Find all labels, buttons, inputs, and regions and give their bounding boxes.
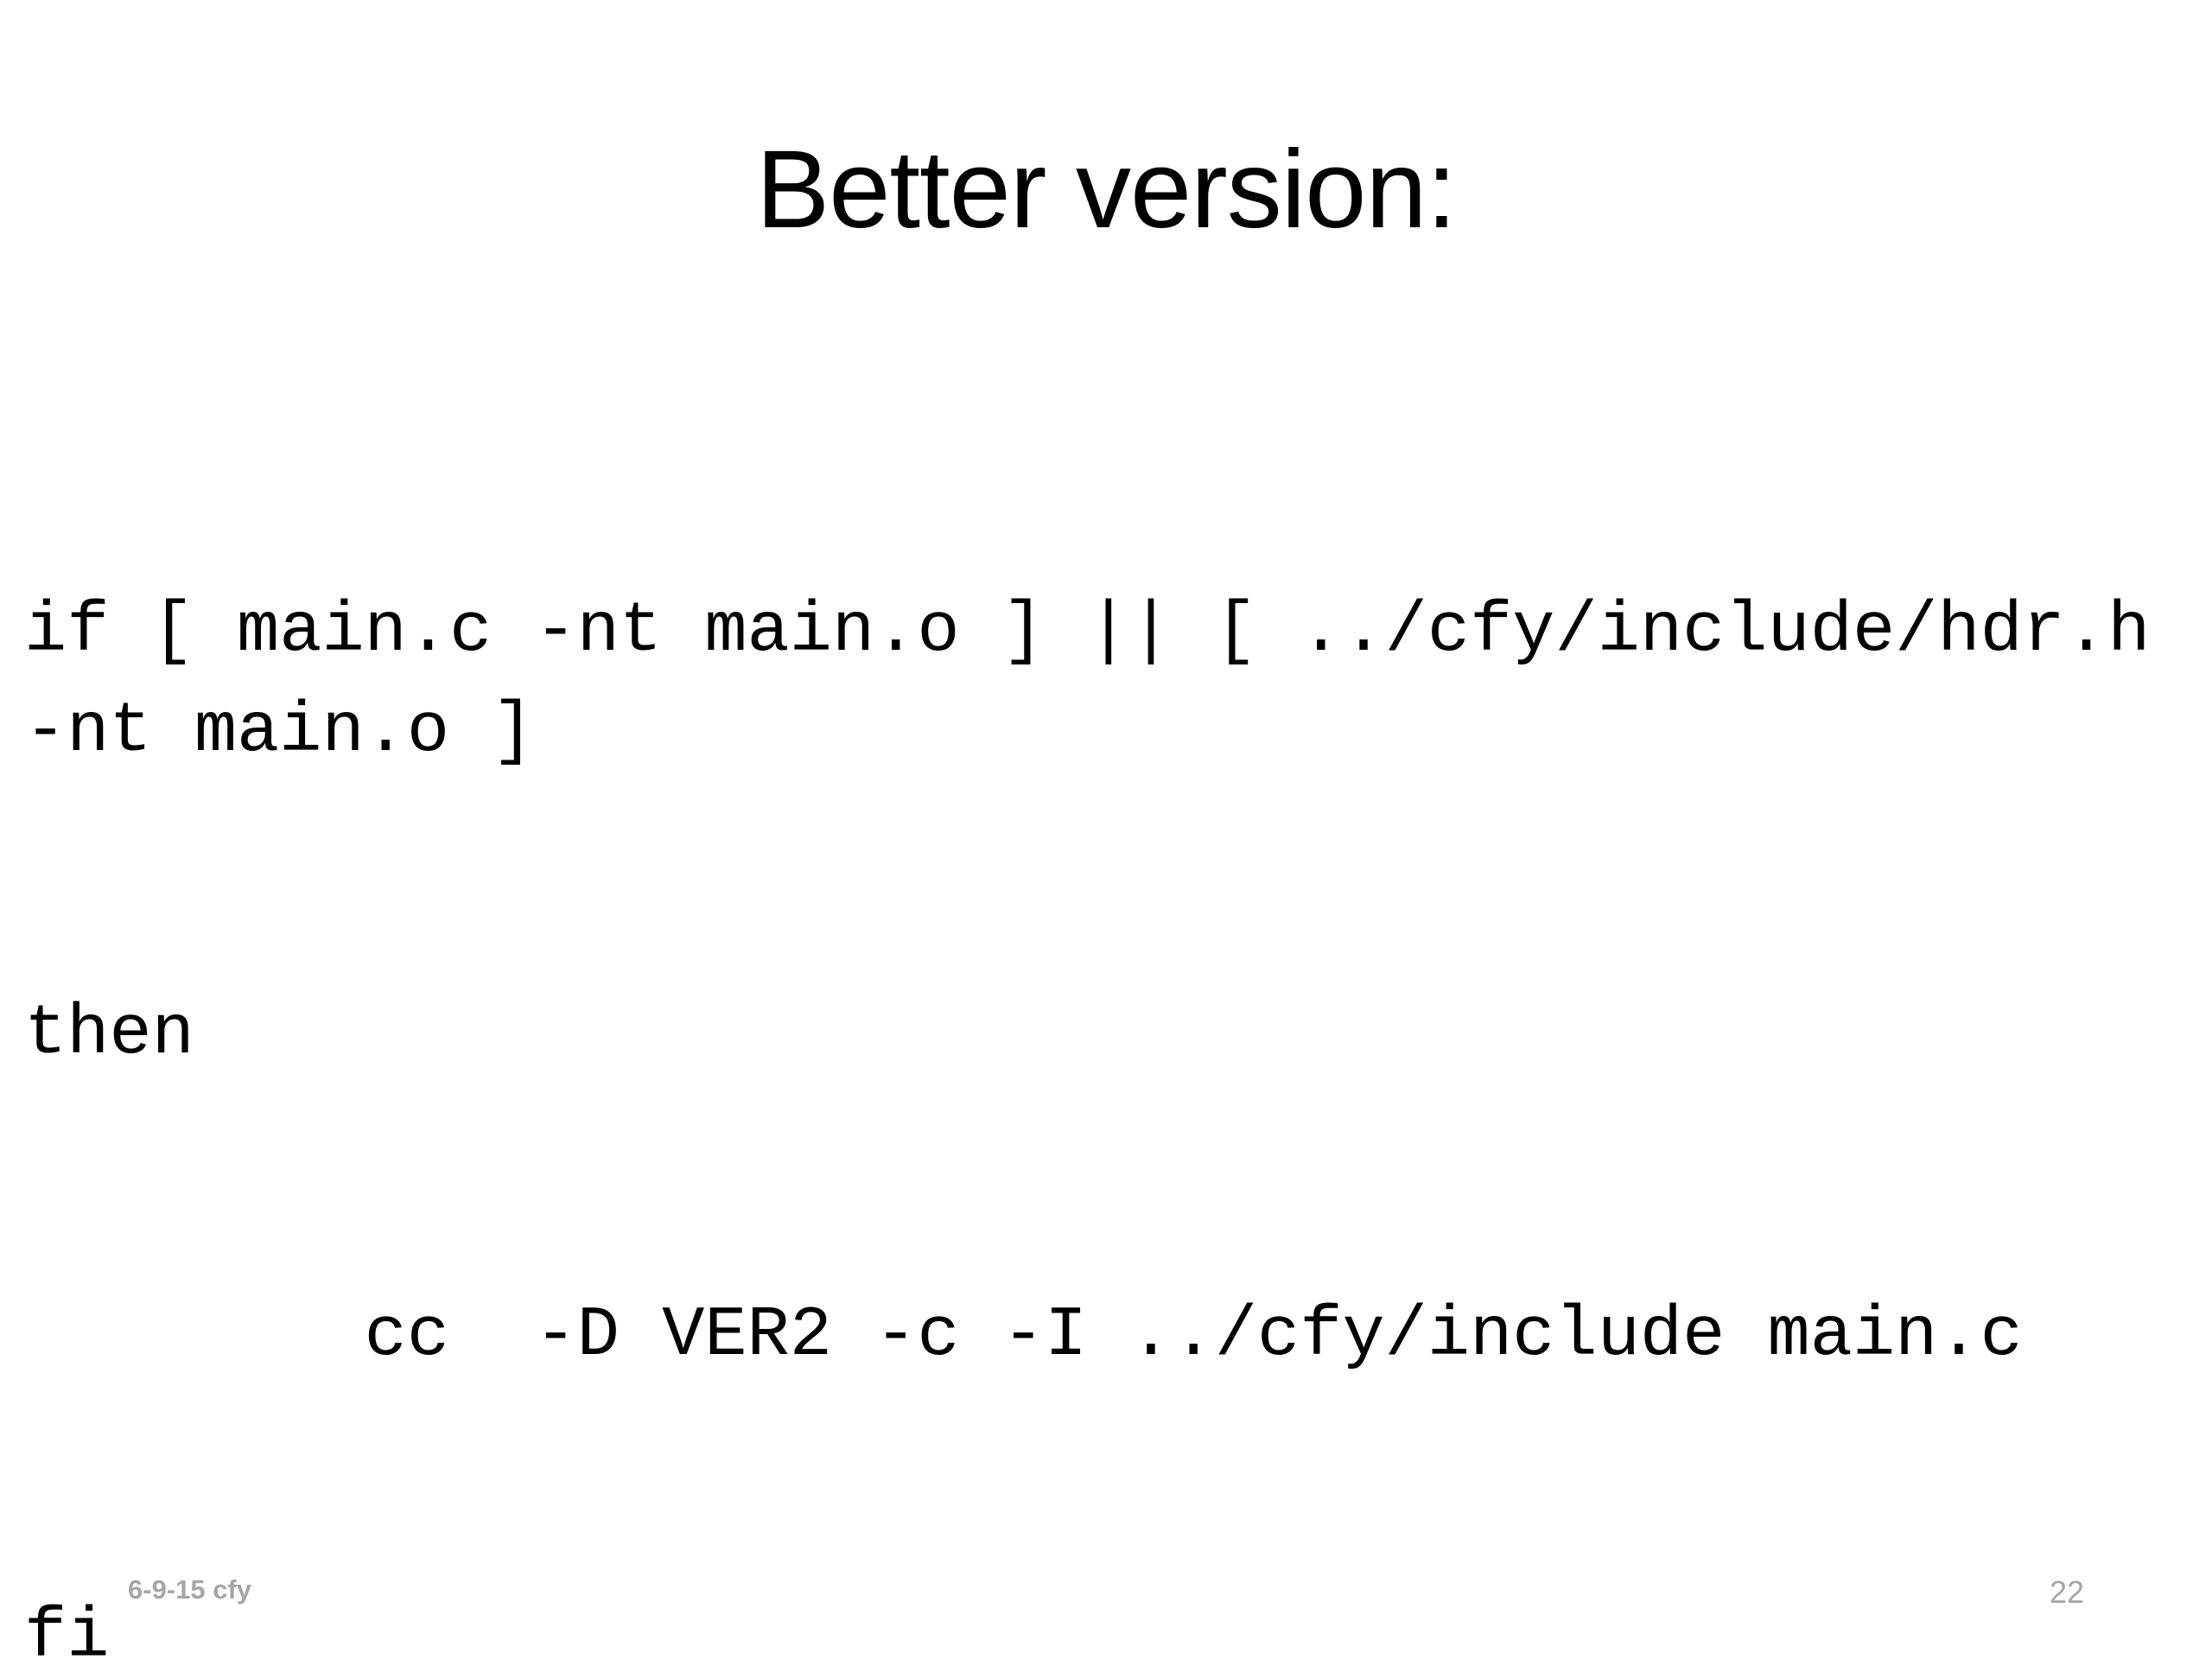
code-block: if [ main.c -nt main.o ] || [ ../cfy/inc… <box>24 380 2193 1659</box>
slide-footer: 6-9-15 cfy 22 <box>0 1574 2212 1626</box>
footer-date-author: 6-9-15 cfy <box>128 1574 252 1605</box>
code-line: then <box>24 993 194 1074</box>
page-title: Better version: <box>755 128 1457 251</box>
code-line: if [ main.c -nt main.o ] || [ ../cfy/inc… <box>24 590 2193 772</box>
slide-number: 22 <box>2049 1574 2084 1610</box>
code-line: fi <box>24 1597 110 1659</box>
code-line: cc -D VER2 -c -I ../cfy/include main.c <box>24 1294 2023 1376</box>
